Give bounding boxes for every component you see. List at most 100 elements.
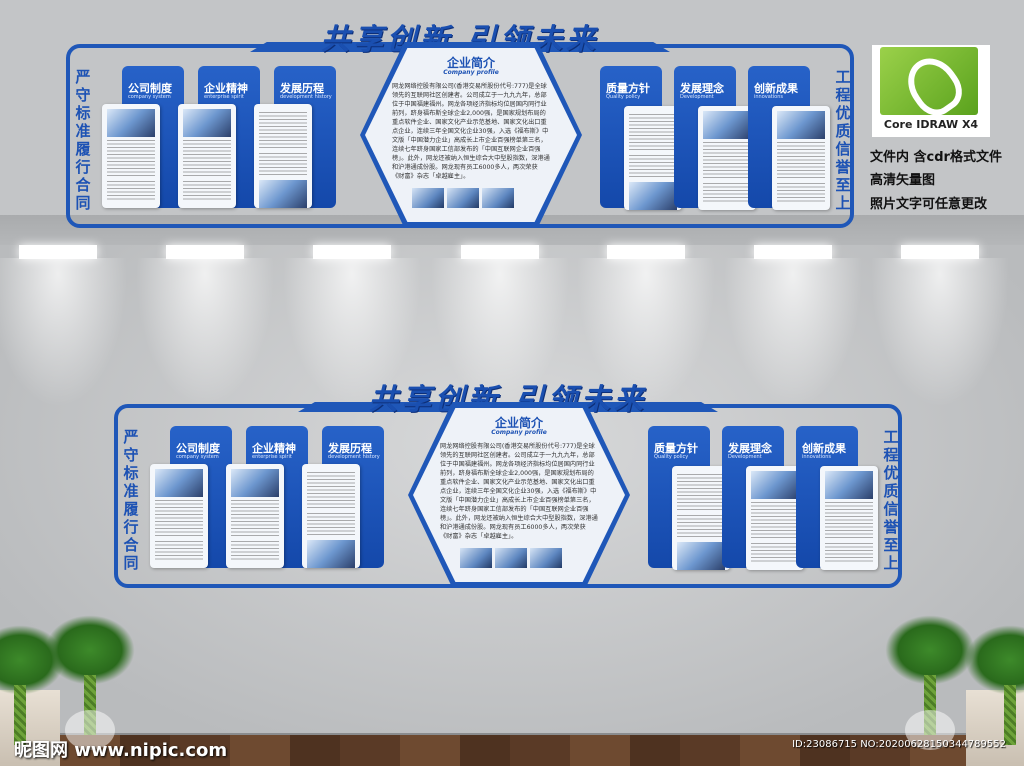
panel-card: [102, 104, 160, 208]
profile-subtitle: Company profile: [491, 429, 547, 436]
spotlight-glow: [571, 258, 721, 418]
image-id: ID:23086715 NO:20200628150344789552: [792, 739, 1006, 750]
ceiling-light: [19, 245, 97, 259]
photo: [482, 188, 514, 208]
profile-subtitle: Company profile: [443, 69, 499, 76]
panel-title: 创新成果: [802, 442, 846, 455]
decor-block-left: [0, 690, 60, 766]
photo: [460, 548, 492, 568]
profile-text: 网龙网络控股有限公司(香港交易所股份代号:777)是全球领先的互联网社区创建者。…: [392, 83, 550, 180]
panel-subtitle: development history: [328, 454, 380, 460]
left-slogan: 严守标准 履行合同: [123, 428, 139, 572]
panel-subtitle: innovations: [802, 454, 831, 460]
panel-subtitle: innovations: [754, 94, 783, 100]
panel-subtitle: Development: [728, 454, 762, 460]
panel-photo: [677, 542, 725, 570]
panel-photo: [825, 471, 873, 499]
panel-title: 发展历程: [328, 442, 372, 455]
panel-photo: [183, 109, 231, 137]
profile-title: 企业简介: [446, 56, 495, 70]
panel-card: [820, 466, 878, 570]
profile-photos: [460, 548, 562, 568]
photo: [530, 548, 562, 568]
panel-card: [746, 466, 804, 570]
spotlight-glow: [277, 258, 427, 418]
ceiling-light: [461, 245, 539, 259]
profile-title: 企业简介: [494, 416, 543, 430]
profile-photos: [412, 188, 514, 208]
left-slogan: 严守标准 履行合同: [75, 68, 91, 212]
panel-card: [624, 106, 682, 210]
plant-far-left: [0, 625, 70, 745]
panel-title: 质量方针: [606, 82, 650, 95]
panel-card: [698, 106, 756, 210]
ceiling-light: [754, 245, 832, 259]
ceiling-light: [607, 245, 685, 259]
panel-photo: [107, 109, 155, 137]
panel-title: 公司制度: [176, 442, 220, 455]
right-slogan: 工程优质 信誉至上: [835, 68, 851, 212]
panel-photo: [703, 111, 751, 139]
panel-subtitle: enterprise spirit: [204, 94, 244, 100]
ceiling-light: [166, 245, 244, 259]
panel-photo: [629, 182, 677, 210]
panel-title: 发展理念: [680, 82, 724, 95]
spotlight-glow: [425, 258, 575, 418]
panel-subtitle: company system: [128, 94, 171, 100]
panel-photo: [231, 469, 279, 497]
panel-title: 企业精神: [204, 82, 248, 95]
panel-subtitle: enterprise spirit: [252, 454, 292, 460]
panel-title: 质量方针: [654, 442, 698, 455]
note-editable: 照片文字可任意更改: [870, 197, 988, 212]
spotlight-glow: [865, 258, 1015, 418]
panel-title: 发展理念: [728, 442, 772, 455]
ceiling-light: [313, 245, 391, 259]
panel-card: [226, 464, 284, 568]
panel-title: 企业精神: [252, 442, 296, 455]
photo: [447, 188, 479, 208]
panel-subtitle: Quality policy: [654, 454, 689, 460]
panel-card: [302, 464, 360, 568]
panel-photo: [155, 469, 203, 497]
note-vector: 高清矢量图: [870, 173, 936, 188]
coreldraw-logo-icon: [880, 47, 978, 115]
panel-photo: [259, 180, 307, 208]
plant-right: [880, 615, 980, 750]
watermark: 昵图网 www.nipic.com: [14, 740, 228, 761]
panel-subtitle: Quality policy: [606, 94, 641, 100]
panel-card: [150, 464, 208, 568]
panel-photo: [751, 471, 799, 499]
panel-title: 公司制度: [128, 82, 172, 95]
panel-card: [772, 106, 830, 210]
wood-floor: [0, 735, 1024, 766]
spotlight-glow: [130, 258, 280, 418]
software-label: Core IDRAW X4: [883, 118, 979, 131]
panel-subtitle: company system: [176, 454, 219, 460]
panel-card: [672, 466, 730, 570]
plant-far-right: [960, 625, 1024, 745]
panel-subtitle: Development: [680, 94, 714, 100]
panel-subtitle: development history: [280, 94, 332, 100]
spotlight-glow: [718, 258, 868, 418]
panel-card: [178, 104, 236, 208]
software-badge: Core IDRAW X4: [872, 45, 990, 137]
panel-card: [254, 104, 312, 208]
ceiling-light: [901, 245, 979, 259]
right-slogan: 工程优质 信誉至上: [883, 428, 899, 572]
panel-title: 创新成果: [754, 82, 798, 95]
